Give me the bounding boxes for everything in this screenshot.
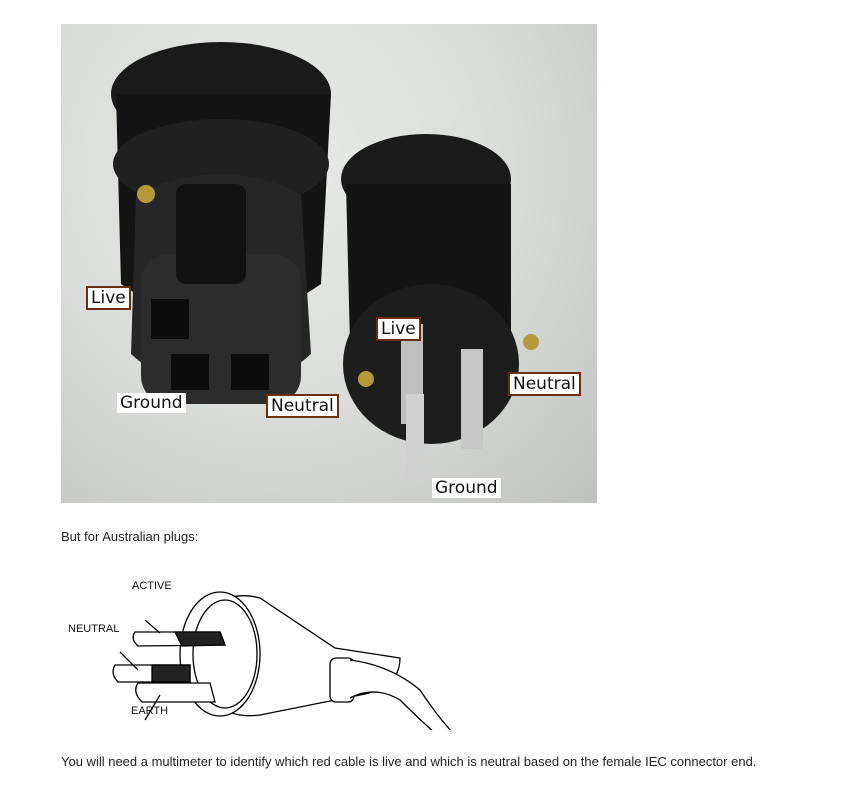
female-ground-label: Ground xyxy=(117,393,186,413)
australian-plug-illustration xyxy=(112,591,452,730)
active-pin-label: ACTIVE xyxy=(132,580,172,592)
female-connector xyxy=(111,42,331,404)
male-live-label: Live xyxy=(376,317,421,341)
australian-intro-text: But for Australian plugs: xyxy=(61,529,199,544)
female-neutral-label: Neutral xyxy=(266,394,339,418)
plugs-illustration xyxy=(111,42,539,484)
plug-photo: Live Ground Neutral Live Neutral Ground xyxy=(61,24,597,503)
male-plug xyxy=(341,134,539,484)
earth-pin-label: EARTH xyxy=(131,705,169,717)
neutral-pin-label: NEUTRAL xyxy=(68,623,120,635)
female-live-label: Live xyxy=(86,286,131,310)
male-ground-label: Ground xyxy=(432,478,501,498)
male-neutral-label: Neutral xyxy=(508,372,581,396)
australian-plug-diagram: ACTIVE NEUTRAL EARTH xyxy=(60,570,480,730)
conclusion-text: You will need a multimeter to identify w… xyxy=(61,754,757,769)
